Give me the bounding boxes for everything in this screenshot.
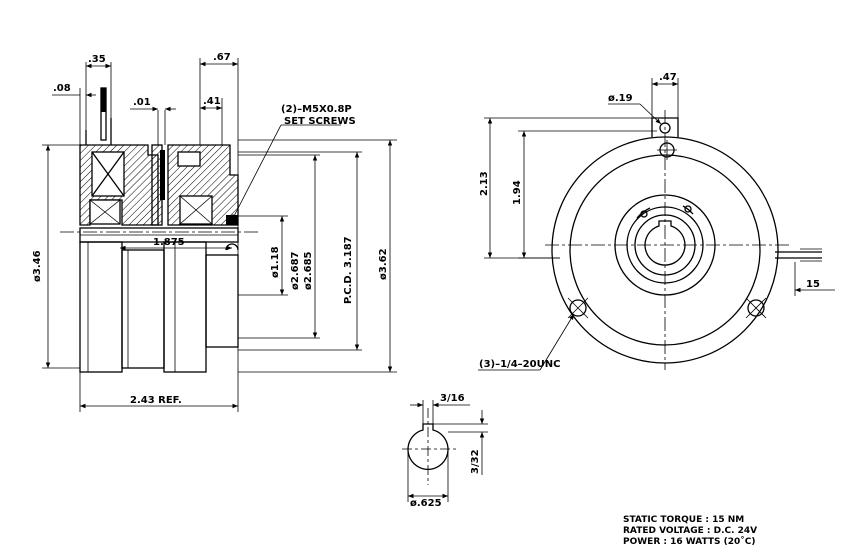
set-screws-callout: (2)–M5X0.8P SET SCREWS (231, 104, 356, 221)
dim-15: 15 (794, 262, 835, 296)
dim-35-label: .35 (88, 54, 106, 65)
dim-243: 2.43 REF. (79, 372, 239, 412)
dim-625-label: ø.625 (410, 498, 442, 509)
tapped-callout: (3)–1/4–20UNC (478, 313, 575, 371)
dim-316: 3/16 (410, 393, 470, 424)
dim-15-label: 15 (806, 279, 820, 290)
dim-362: ø3.62 (238, 139, 397, 373)
tapped-label: (3)–1/4–20UNC (479, 359, 560, 370)
tapped-hole-right (745, 297, 767, 319)
lead-out (775, 248, 822, 262)
tapped-hole-left (567, 297, 589, 319)
dim-243-label: 2.43 REF. (130, 395, 182, 406)
dim-332-label: 3/32 (470, 449, 481, 474)
armature (151, 110, 166, 226)
slot-right-end (684, 205, 692, 213)
slot-right (682, 205, 694, 215)
dim-41-label: .41 (203, 96, 221, 107)
dim-1875-label: 1.875 (153, 237, 185, 248)
side-view: .35 .08 .01 .41 .67 (32, 52, 397, 412)
dim-332: 3/32 (433, 410, 488, 475)
dim-67: .67 (199, 52, 239, 372)
set-screws-spec: (2)–M5X0.8P (281, 104, 352, 115)
dim-67-label: .67 (213, 52, 231, 63)
dim-118-label: ø1.18 (270, 246, 281, 278)
dim-47: .47 (651, 72, 679, 118)
set-screws-label: SET SCREWS (284, 116, 356, 127)
dim-194: 1.94 (512, 130, 657, 259)
dim-19: ø.19 (608, 93, 662, 125)
dim-213-label: 2.13 (479, 171, 490, 196)
dim-41: .41 (199, 96, 223, 145)
spec-torque: STATIC TORQUE : 15 NM (623, 515, 744, 525)
dim-213: 2.13 (479, 117, 652, 259)
dim-35: .35 (85, 54, 112, 130)
dim-pcd-label: P.C.D. 3.187 (343, 236, 354, 304)
dim-47-label: .47 (659, 72, 677, 83)
dim-316-label: 3/16 (440, 393, 465, 404)
dim-2687-label: ø2.687 (290, 251, 301, 290)
dim-08-label: .08 (53, 83, 71, 94)
bore-keyway (644, 220, 686, 266)
dim-01-label: .01 (133, 97, 151, 108)
dim-2685-label: ø2.685 (303, 251, 314, 290)
dim-1875: 1.875 (120, 237, 232, 251)
dim-194-label: 1.94 (512, 180, 523, 205)
front-view: .47 ø.19 2.13 1.94 15 (478, 72, 835, 371)
dim-08: .08 (52, 83, 96, 145)
slot-left (636, 207, 651, 219)
dim-118: ø1.18 (238, 215, 288, 296)
dim-2687: ø2.687 ø2.685 (238, 154, 320, 339)
slot-left-end (640, 210, 648, 218)
shaft-view: 3/16 3/32 ø.625 (402, 393, 488, 509)
dim-01: .01 (130, 97, 176, 112)
lower-body (79, 241, 239, 373)
spec-voltage: RATED VOLTAGE : D.C. 24V (623, 526, 757, 536)
coil-housing (79, 144, 159, 226)
dim-346: ø3.46 (32, 144, 80, 369)
dim-19-label: ø.19 (608, 93, 633, 104)
lead-wires (85, 87, 112, 145)
spec-notes: STATIC TORQUE : 15 NM RATED VOLTAGE : D.… (623, 515, 757, 547)
spec-power: POWER : 16 WATTS (20˚C) (623, 536, 756, 547)
dim-362-label: ø3.62 (378, 248, 389, 280)
shaft-section (407, 423, 449, 471)
dim-346-label: ø3.46 (32, 250, 43, 282)
hub (167, 144, 239, 226)
dim-pcd: P.C.D. 3.187 (238, 151, 362, 351)
dim-625: ø.625 (407, 449, 449, 509)
